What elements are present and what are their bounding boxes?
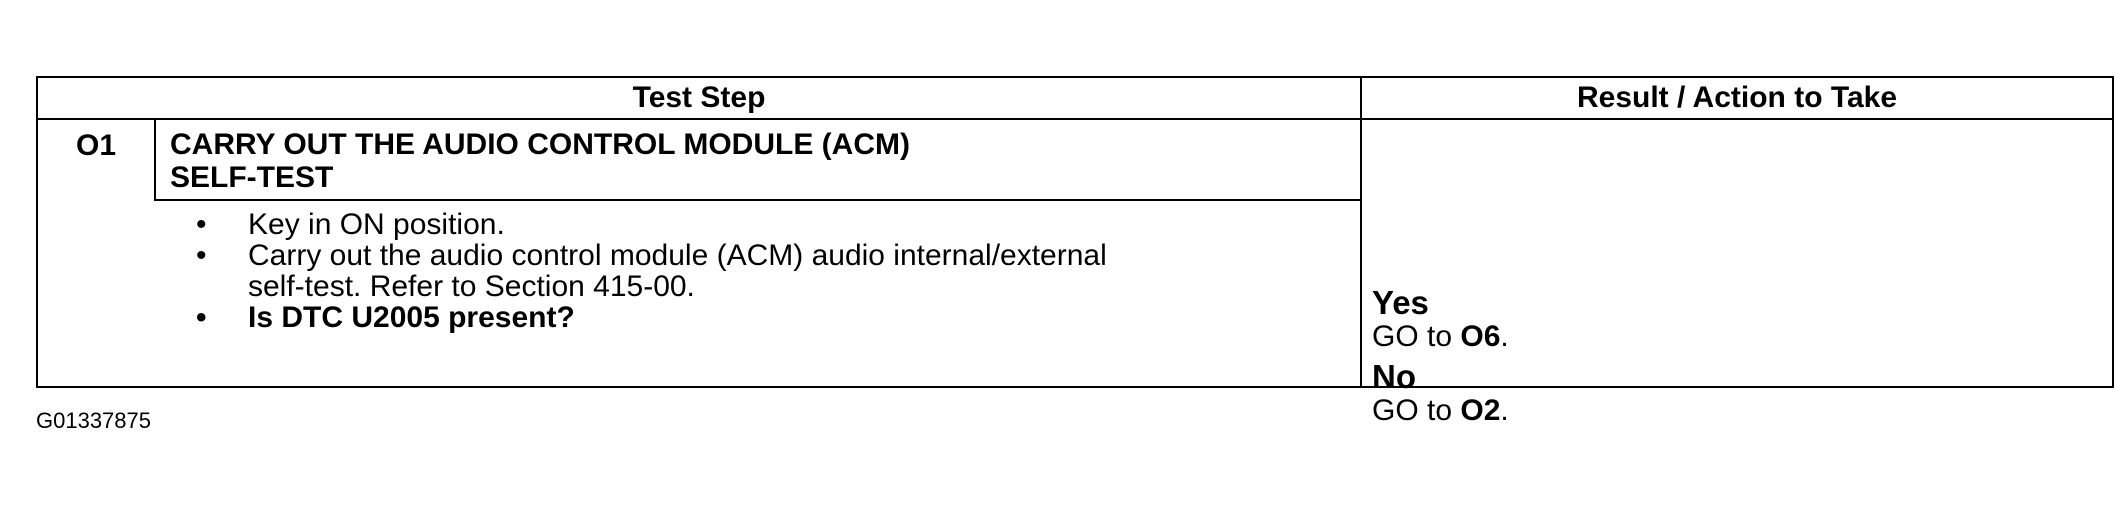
bullet-icon: • — [196, 239, 207, 272]
figure-id: G01337875 — [36, 408, 151, 433]
instruction-question: • Is DTC U2005 present? — [196, 302, 1360, 333]
question-text: Is DTC U2005 present? — [248, 301, 575, 334]
header-test-step: Test Step — [38, 78, 1362, 118]
instruction-text: Key in ON position. — [248, 208, 505, 241]
result-no-action: GO to O2. — [1372, 394, 1509, 427]
bullet-icon: • — [196, 301, 207, 334]
result-yes-suffix: . — [1500, 320, 1509, 353]
bullet-icon: • — [196, 208, 207, 241]
instruction-item: • Carry out the audio control module (AC… — [196, 240, 1360, 271]
result-yes-ref-link[interactable]: O6 — [1460, 320, 1501, 353]
result-yes-prefix: GO to — [1372, 320, 1461, 353]
instruction-item: • Key in ON position. — [196, 209, 1360, 240]
table-header-row: Test Step Result / Action to Take — [38, 78, 2112, 120]
instruction-list: • Key in ON position. • Carry out the au… — [196, 209, 1360, 333]
step-title-line-2: SELF-TEST — [170, 161, 334, 194]
instruction-text: Carry out the audio control module (ACM)… — [248, 239, 1107, 272]
result-yes-label: Yes — [1372, 284, 1429, 321]
result-no-prefix: GO to — [1372, 394, 1461, 427]
result-no-label: No — [1372, 358, 1416, 395]
instruction-text: self-test. Refer to Section 415-00. — [248, 270, 695, 303]
result-no-suffix: . — [1500, 394, 1509, 427]
step-instructions: • Key in ON position. • Carry out the au… — [156, 201, 1362, 386]
result-yes-action: GO to O6. — [1372, 320, 1509, 353]
header-result-action: Result / Action to Take — [1576, 81, 1898, 114]
step-number: O1 — [38, 120, 156, 201]
result-no-ref-link[interactable]: O2 — [1460, 394, 1501, 427]
step-title: CARRY OUT THE AUDIO CONTROL MODULE (ACM)… — [156, 120, 1362, 201]
diagnostic-table: Test Step Result / Action to Take O1 CAR… — [36, 76, 2114, 428]
step-title-line-1: CARRY OUT THE AUDIO CONTROL MODULE (ACM) — [170, 128, 910, 161]
instruction-item-continued: self-test. Refer to Section 415-00. — [196, 271, 1360, 302]
result-cell: Yes GO to O6. No GO to O2. — [1362, 120, 2112, 428]
